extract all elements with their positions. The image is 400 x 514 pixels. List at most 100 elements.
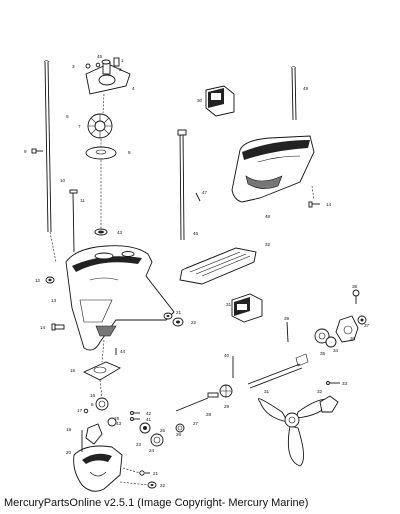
callout-4: 4 bbox=[132, 86, 135, 91]
stud-11 bbox=[69, 189, 78, 253]
callout-33: 33 bbox=[342, 381, 348, 386]
callout-7: 7 bbox=[78, 124, 81, 129]
callout-3: 3 bbox=[72, 64, 75, 69]
callout-26: 26 bbox=[176, 432, 182, 437]
drive-shaft bbox=[43, 60, 52, 233]
callout-15: 15 bbox=[70, 368, 76, 373]
callout-1: 1 bbox=[121, 58, 124, 63]
bearing-25 bbox=[150, 433, 164, 447]
callout-31b: 31 bbox=[264, 389, 270, 394]
clutch-28 bbox=[207, 392, 219, 398]
callout-27: 27 bbox=[193, 421, 199, 426]
washer-21 bbox=[163, 312, 173, 320]
callout-labels: 1 2 3 45 4 5 7 8 9 10 11 43 12 13 14 44 … bbox=[24, 54, 370, 488]
callout-21: 21 bbox=[176, 310, 182, 315]
callout-10: 10 bbox=[60, 178, 66, 183]
screw-21-lower bbox=[139, 470, 150, 476]
screw-47 bbox=[195, 192, 201, 202]
callout-37: 37 bbox=[364, 323, 370, 328]
bolt-38 bbox=[352, 289, 360, 304]
bracket-18 bbox=[85, 423, 103, 445]
callout-13: 13 bbox=[51, 298, 57, 303]
gear-24 bbox=[139, 422, 151, 434]
gearcase-cap-36 bbox=[335, 315, 359, 343]
callout-48: 48 bbox=[265, 214, 271, 219]
cotter-33 bbox=[326, 381, 340, 385]
screw-22-lower bbox=[147, 481, 157, 489]
callout-39: 39 bbox=[284, 316, 290, 321]
lower-leader bbox=[122, 467, 141, 474]
callout-34: 34 bbox=[333, 348, 339, 353]
callout-43b: 43 bbox=[116, 421, 122, 426]
bolt-12 bbox=[45, 276, 55, 284]
lower-leader-2 bbox=[119, 481, 149, 486]
callout-42: 42 bbox=[146, 411, 152, 416]
callout-21b: 21 bbox=[153, 471, 159, 476]
bearing-26-small bbox=[175, 423, 185, 433]
callout-6: 6 bbox=[91, 402, 94, 407]
callout-12: 12 bbox=[35, 278, 41, 283]
screw-22 bbox=[172, 317, 184, 327]
callout-22b: 22 bbox=[160, 483, 166, 488]
pins-42-41 bbox=[130, 411, 140, 421]
shaft-leader-line bbox=[49, 231, 57, 263]
callout-9: 9 bbox=[24, 149, 27, 154]
callout-11: 11 bbox=[80, 198, 85, 203]
pump-leader bbox=[102, 93, 105, 114]
image-caption: MercuryPartsOnline v2.5.1 (Image Copyrig… bbox=[4, 497, 309, 509]
callout-47: 47 bbox=[202, 190, 208, 195]
gasket-leader bbox=[99, 379, 103, 399]
callout-29: 29 bbox=[224, 404, 230, 409]
callout-14b: 14 bbox=[326, 202, 332, 207]
callout-28: 28 bbox=[206, 412, 212, 417]
upper-drive-case bbox=[231, 135, 315, 203]
impeller bbox=[87, 113, 113, 139]
callout-45: 45 bbox=[97, 54, 103, 59]
bolt-14-right bbox=[308, 201, 320, 208]
decal-box-31 bbox=[231, 293, 263, 323]
callout-19: 19 bbox=[114, 416, 120, 421]
callout-2: 2 bbox=[119, 67, 122, 72]
pin-39 bbox=[286, 321, 289, 343]
screw-9 bbox=[31, 148, 43, 154]
case-leader bbox=[311, 185, 315, 201]
seal-37 bbox=[357, 315, 367, 325]
callout-24: 24 bbox=[149, 448, 155, 453]
callout-32: 32 bbox=[265, 242, 271, 247]
callout-36: 36 bbox=[350, 336, 356, 341]
callout-40: 40 bbox=[224, 353, 230, 358]
callout-46: 46 bbox=[193, 231, 199, 236]
callout-43: 43 bbox=[117, 230, 123, 235]
callout-49: 49 bbox=[303, 86, 309, 91]
decal-box-30 bbox=[205, 85, 235, 117]
callout-17: 17 bbox=[77, 408, 83, 413]
gear-housing bbox=[65, 245, 175, 351]
callout-22: 22 bbox=[191, 320, 197, 325]
callout-23: 23 bbox=[136, 442, 142, 447]
lower-gearcase bbox=[73, 430, 123, 492]
callout-44: 44 bbox=[120, 349, 126, 354]
callout-16: 16 bbox=[90, 393, 96, 398]
rod-49 bbox=[290, 66, 297, 121]
callout-8: 8 bbox=[128, 150, 131, 155]
callout-30: 30 bbox=[197, 98, 203, 103]
propeller-shaft bbox=[247, 353, 309, 389]
shift-shaft bbox=[177, 129, 187, 241]
gasket-15 bbox=[82, 361, 121, 381]
decal-strip-32 bbox=[179, 247, 257, 285]
callout-14: 14 bbox=[40, 325, 46, 330]
callout-31: 31 bbox=[226, 302, 232, 307]
callout-35: 35 bbox=[320, 351, 326, 356]
water-pump-cover bbox=[85, 57, 131, 95]
callout-32b: 32 bbox=[317, 389, 323, 394]
bolt-14-left bbox=[51, 323, 65, 331]
pump-plate bbox=[85, 146, 117, 160]
housing-leader bbox=[101, 339, 105, 363]
bearing-carrier-35 bbox=[314, 328, 330, 344]
callout-20: 20 bbox=[66, 450, 72, 455]
callout-41: 41 bbox=[146, 417, 152, 422]
prop-nut-32 bbox=[319, 395, 339, 413]
callout-5: 5 bbox=[66, 114, 69, 119]
